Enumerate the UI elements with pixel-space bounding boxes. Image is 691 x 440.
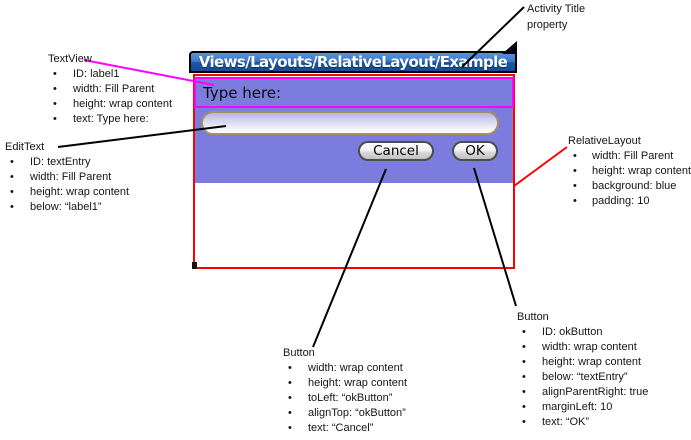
note-item: height: wrap content (5, 185, 129, 200)
activity-title-note-line1: Activity Title (527, 3, 586, 15)
edittext-note: EditText ID: textEntry width: Fill Paren… (5, 140, 129, 215)
cancel-button-note: Button width: wrap content height: wrap … (283, 346, 407, 436)
note-item: width: Fill Parent (5, 170, 129, 185)
activity-title-note-line2: property (527, 19, 568, 31)
textview-outline (194, 77, 514, 108)
note-item: text: “Cancel” (283, 421, 407, 436)
text-entry-input[interactable] (201, 111, 499, 135)
textview-note-list: ID: label1 width: Fill Parent height: wr… (48, 67, 172, 127)
note-item: ID: textEntry (5, 155, 129, 170)
edittext-note-title: EditText (5, 141, 45, 153)
ok-button[interactable]: OK (452, 141, 498, 161)
ok-button-note: Button ID: okButton width: wrap content … (517, 310, 648, 430)
cancel-button-note-title: Button (283, 347, 315, 359)
corner-artifact (192, 262, 197, 269)
note-item: toLeft: “okButton” (283, 391, 407, 406)
relativelayout-note-title: RelativeLayout (568, 135, 641, 147)
note-item: marginLeft: 10 (517, 400, 648, 415)
relativelayout-note-list: width: Fill Parent height: wrap content … (568, 149, 691, 209)
ok-button-note-list: ID: okButton width: wrap content height:… (517, 325, 648, 430)
note-item: height: wrap content (568, 164, 691, 179)
note-item: height: wrap content (517, 355, 648, 370)
note-item: width: Fill Parent (48, 82, 172, 97)
cancel-button-note-list: width: wrap content height: wrap content… (283, 361, 407, 436)
note-item: below: “label1” (5, 200, 129, 215)
activity-title-bar: Views/Layouts/RelativeLayout/Example (189, 51, 517, 73)
note-item: text: “OK” (517, 415, 648, 430)
activity-title-text: Views/Layouts/RelativeLayout/Example (198, 53, 508, 71)
note-item: text: Type here: (48, 112, 172, 127)
note-item: background: blue (568, 179, 691, 194)
note-item: width: Fill Parent (568, 149, 691, 164)
relativelayout-pointer-line (513, 146, 568, 187)
note-item: alignTop: “okButton” (283, 406, 407, 421)
note-item: height: wrap content (283, 376, 407, 391)
edittext-note-list: ID: textEntry width: Fill Parent height:… (5, 155, 129, 215)
note-item: padding: 10 (568, 194, 691, 209)
activity-title-note: Activity Title property (527, 1, 585, 33)
cancel-button[interactable]: Cancel (358, 141, 434, 161)
note-item: height: wrap content (48, 97, 172, 112)
note-item: ID: okButton (517, 325, 648, 340)
note-item: width: wrap content (517, 340, 648, 355)
note-item: width: wrap content (283, 361, 407, 376)
note-item: alignParentRight: true (517, 385, 648, 400)
ok-button-note-title: Button (517, 311, 549, 323)
textview-note-title: TextView (48, 53, 92, 65)
note-item: ID: label1 (48, 67, 172, 82)
relativelayout-note: RelativeLayout width: Fill Parent height… (568, 134, 691, 209)
textview-note: TextView ID: label1 width: Fill Parent h… (48, 52, 172, 127)
note-item: below: “textEntry” (517, 370, 648, 385)
type-here-label: Type here: (203, 84, 282, 102)
